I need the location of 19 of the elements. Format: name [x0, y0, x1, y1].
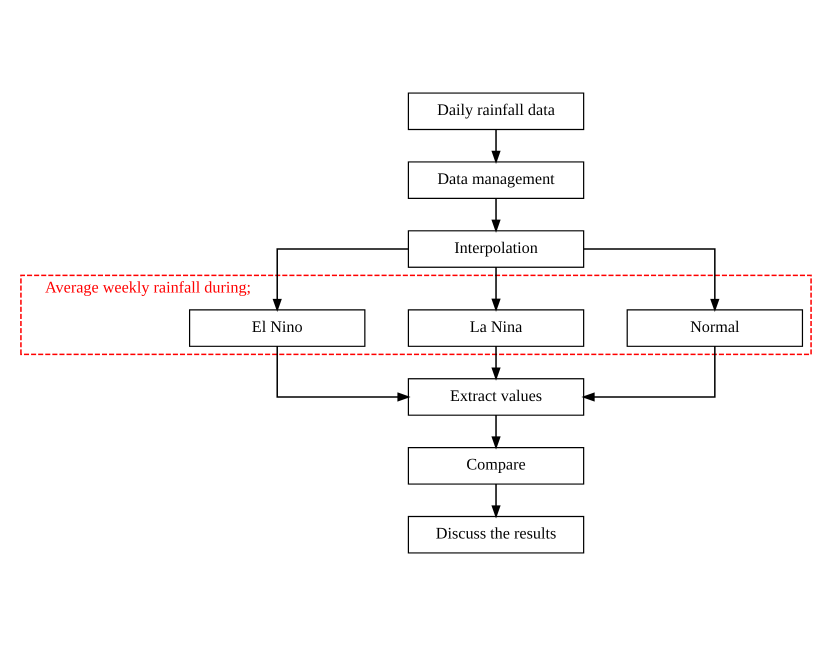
- arrow: [584, 248, 720, 312]
- arrow: [491, 266, 501, 312]
- arrow: [581, 346, 716, 402]
- arrow: [491, 346, 501, 380]
- node-box: Compare: [408, 446, 584, 484]
- node-box: La Nina: [408, 308, 584, 346]
- node-box: Extract values: [408, 378, 584, 416]
- node-box: Daily rainfall data: [408, 92, 584, 130]
- node-box: El Nino: [188, 308, 366, 346]
- arrow: [491, 198, 501, 232]
- arrow: [491, 414, 501, 450]
- arrow: [276, 346, 411, 402]
- arrow: [491, 129, 501, 164]
- arrow: [491, 484, 501, 518]
- node-box: Interpolation: [408, 230, 584, 268]
- node-box: Normal: [626, 308, 804, 346]
- node-box: Discuss the results: [408, 515, 584, 554]
- arrow: [272, 248, 408, 312]
- node-box: Data management: [408, 160, 584, 199]
